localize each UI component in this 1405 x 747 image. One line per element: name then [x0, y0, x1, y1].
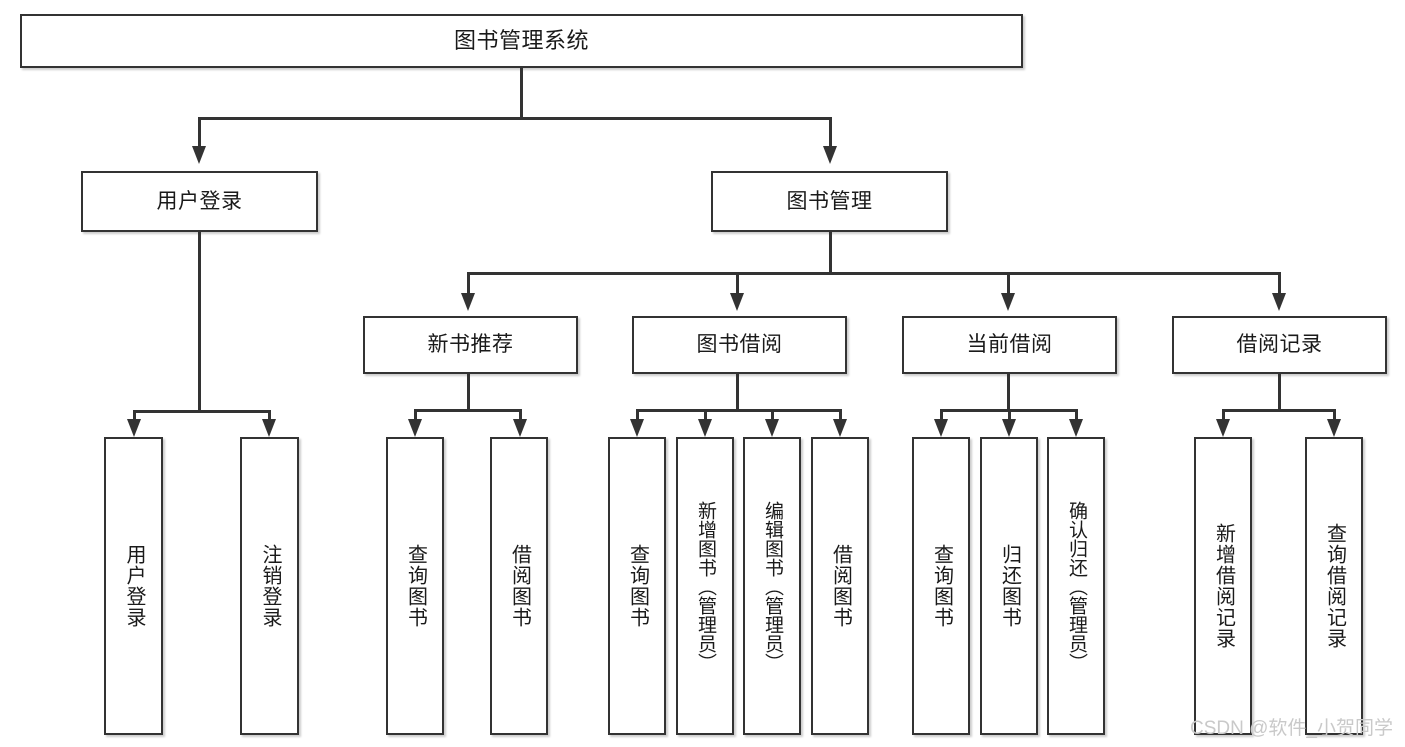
- connector-bus-level3: [467, 272, 1281, 275]
- connector-drop-bb-leaf-1: [704, 409, 707, 420]
- arrowhead-bb-leaf-3: [833, 419, 847, 437]
- node-label: 当前借阅: [966, 333, 1053, 357]
- connector-bus-book-borrow-leaves: [636, 409, 841, 412]
- leaf-borrow-record-1[interactable]: 查询借阅记录: [1305, 437, 1363, 735]
- leaf-label: 归还图书: [998, 544, 1021, 628]
- connector-bus-user-login-leaves: [133, 410, 270, 413]
- node-label: 图书管理: [786, 189, 873, 213]
- leaf-label: 借阅图书: [508, 544, 531, 628]
- node-new-book-recommend[interactable]: 新书推荐: [363, 316, 578, 374]
- connector-drop-ul-leaf-1: [268, 410, 271, 420]
- node-borrow-record[interactable]: 借阅记录: [1172, 316, 1387, 374]
- arrowhead-bb-leaf-1: [698, 419, 712, 437]
- leaf-new-book-1[interactable]: 借阅图书: [490, 437, 548, 735]
- node-book-management[interactable]: 图书管理: [711, 171, 948, 232]
- connector-borrow-record-stem: [1278, 374, 1281, 410]
- connector-drop-book-borrow: [736, 272, 739, 294]
- arrowhead-br-leaf-1: [1327, 419, 1341, 437]
- leaf-label: 新增借阅记录: [1212, 523, 1235, 649]
- arrowhead-nb-leaf-0: [408, 419, 422, 437]
- arrowhead-borrow-record: [1272, 293, 1286, 311]
- connector-drop-bb-leaf-0: [636, 409, 639, 420]
- arrowhead-new-book: [461, 293, 475, 311]
- leaf-label: 注销登录: [259, 544, 281, 628]
- leaf-label: 查询图书: [626, 544, 649, 628]
- leaf-book-borrow-3[interactable]: 借阅图书: [811, 437, 869, 735]
- leaf-label: 用户登录: [123, 544, 145, 628]
- connector-drop-bb-leaf-2: [771, 409, 774, 420]
- connector-bus-borrow-record-leaves: [1222, 409, 1335, 412]
- connector-drop-nb-leaf-0: [414, 409, 417, 420]
- connector-drop-ul-leaf-0: [133, 410, 136, 420]
- connector-drop-book-manage: [829, 117, 832, 147]
- leaf-label: 新增图书（管理员）: [694, 500, 716, 672]
- connector-bus-new-book-leaves: [414, 409, 521, 412]
- connector-drop-br-leaf-0: [1222, 409, 1225, 420]
- connector-drop-new-book: [467, 272, 470, 294]
- connector-bus-level2: [198, 117, 832, 120]
- connector-book-manage-stem: [829, 232, 832, 273]
- leaf-user-login-1[interactable]: 注销登录: [240, 437, 299, 735]
- arrowhead-current-borrow: [1001, 293, 1015, 311]
- connector-drop-user-login: [198, 117, 201, 147]
- arrowhead-bb-leaf-2: [765, 419, 779, 437]
- leaf-book-borrow-1[interactable]: 新增图书（管理员）: [676, 437, 734, 735]
- leaf-borrow-record-0[interactable]: 新增借阅记录: [1194, 437, 1252, 735]
- node-book-borrow[interactable]: 图书借阅: [632, 316, 847, 374]
- arrowhead-cb-leaf-0: [934, 419, 948, 437]
- arrowhead-ul-leaf-1: [262, 419, 276, 437]
- connector-book-borrow-stem: [736, 374, 739, 410]
- arrowhead-user-login: [192, 146, 206, 164]
- arrowhead-book-borrow: [730, 293, 744, 311]
- leaf-book-borrow-2[interactable]: 编辑图书（管理员）: [743, 437, 801, 735]
- connector-drop-current-borrow: [1007, 272, 1010, 294]
- leaf-current-borrow-0[interactable]: 查询图书: [912, 437, 970, 735]
- node-current-borrow[interactable]: 当前借阅: [902, 316, 1117, 374]
- arrowhead-ul-leaf-0: [127, 419, 141, 437]
- connector-drop-borrow-record: [1278, 272, 1281, 294]
- arrowhead-bb-leaf-0: [630, 419, 644, 437]
- leaf-current-borrow-2[interactable]: 确认归还（管理员）: [1047, 437, 1105, 735]
- leaf-current-borrow-1[interactable]: 归还图书: [980, 437, 1038, 735]
- leaf-label: 编辑图书（管理员）: [761, 500, 783, 672]
- leaf-new-book-0[interactable]: 查询图书: [386, 437, 444, 735]
- node-label: 图书借阅: [696, 333, 783, 357]
- node-label: 新书推荐: [427, 333, 514, 357]
- connector-drop-bb-leaf-3: [839, 409, 842, 420]
- arrowhead-book-manage: [823, 146, 837, 164]
- arrowhead-cb-leaf-2: [1069, 419, 1083, 437]
- connector-drop-cb-leaf-2: [1075, 409, 1078, 420]
- connector-new-book-stem: [467, 374, 470, 410]
- connector-drop-cb-leaf-0: [940, 409, 943, 420]
- connector-drop-nb-leaf-1: [519, 409, 522, 420]
- node-label: 图书管理系统: [453, 27, 589, 53]
- leaf-user-login-0[interactable]: 用户登录: [104, 437, 163, 735]
- node-root-system[interactable]: 图书管理系统: [20, 14, 1023, 68]
- arrowhead-nb-leaf-1: [513, 419, 527, 437]
- connector-drop-cb-leaf-1: [1008, 409, 1011, 420]
- leaf-label: 借阅图书: [829, 544, 852, 628]
- arrowhead-cb-leaf-1: [1002, 419, 1016, 437]
- leaf-label: 查询图书: [404, 544, 427, 628]
- connector-current-borrow-stem: [1007, 374, 1010, 410]
- leaf-label: 确认归还（管理员）: [1065, 500, 1087, 672]
- node-user-login[interactable]: 用户登录: [81, 171, 318, 232]
- node-label: 借阅记录: [1236, 333, 1323, 357]
- connector-drop-br-leaf-1: [1333, 409, 1336, 420]
- leaf-book-borrow-0[interactable]: 查询图书: [608, 437, 666, 735]
- watermark-text: CSDN @软件_小贺同学: [1190, 718, 1393, 739]
- leaf-label: 查询图书: [930, 544, 953, 628]
- arrowhead-br-leaf-0: [1216, 419, 1230, 437]
- connector-root-stem: [520, 68, 523, 118]
- leaf-label: 查询借阅记录: [1323, 523, 1346, 649]
- connector-user-login-stem: [198, 232, 201, 412]
- node-label: 用户登录: [156, 189, 243, 213]
